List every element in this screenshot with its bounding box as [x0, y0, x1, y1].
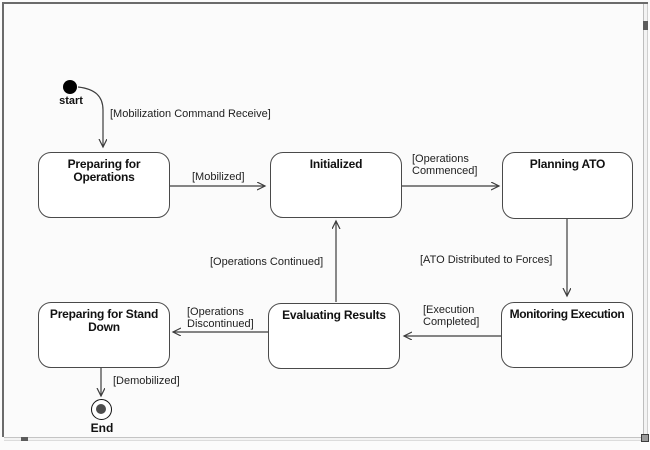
horizontal-scrollbar-thumb[interactable]	[21, 437, 28, 441]
state-title: Evaluating Results	[282, 308, 386, 322]
horizontal-scrollbar[interactable]	[4, 437, 641, 441]
state-title: Monitoring Execution	[509, 307, 625, 321]
frame-border-left	[2, 2, 4, 437]
transition-label-operations-continued: [Operations Continued]	[210, 256, 324, 268]
end-node[interactable]	[91, 399, 112, 420]
state-title: Preparing for Stand Down	[49, 307, 159, 334]
transition-label-mobilization-command: [Mobilization Command Receive]	[110, 108, 271, 120]
transition-label-demobilized: [Demobilized]	[113, 375, 180, 387]
frame-border-top	[2, 2, 648, 4]
state-title: Planning ATO	[529, 157, 606, 171]
start-node-label: start	[59, 95, 83, 107]
scrollbar-corner-handle[interactable]	[641, 434, 649, 442]
vertical-scrollbar-thumb[interactable]	[643, 21, 648, 30]
transition-label-mobilized: [Mobilized]	[192, 171, 245, 183]
state-title: Initialized	[309, 157, 363, 171]
state-initialized[interactable]: Initialized	[270, 152, 402, 218]
transition-label-ato-distributed: [ATO Distributed to Forces]	[420, 254, 553, 266]
end-node-inner-dot	[96, 404, 106, 414]
vertical-scrollbar[interactable]	[643, 4, 648, 437]
transition-label-operations-commenced: [Operations Commenced]	[412, 153, 478, 177]
state-preparing-for-stand-down[interactable]: Preparing for Stand Down	[38, 302, 170, 368]
transition-label-operations-discontinued: [Operations Discontinued]	[187, 306, 254, 330]
start-node[interactable]	[63, 80, 77, 94]
state-title: Preparing for Operations	[67, 157, 141, 184]
state-planning-ato[interactable]: Planning ATO	[502, 152, 633, 219]
edge-mobilization-command	[77, 86, 103, 147]
state-monitoring-execution[interactable]: Monitoring Execution	[501, 302, 633, 368]
state-evaluating-results[interactable]: Evaluating Results	[268, 303, 400, 369]
state-preparing-for-operations[interactable]: Preparing for Operations	[38, 152, 170, 218]
transition-label-execution-completed: [Execution Completed]	[423, 304, 480, 328]
end-node-label: End	[90, 421, 114, 435]
